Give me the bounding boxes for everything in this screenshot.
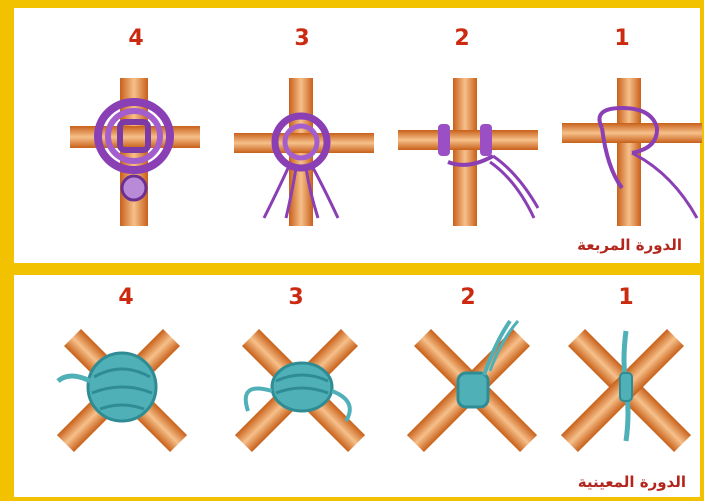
square-step-number-4: 4: [128, 26, 143, 51]
diamond-step-number-1: 1: [618, 285, 633, 310]
square-lashing-caption: الدورة المربعة: [577, 236, 682, 254]
square-step-number-1: 1: [614, 26, 629, 51]
diamond-lashing-step-3-illustration: [228, 321, 378, 461]
diamond-step-number-4: 4: [118, 285, 133, 310]
square-step-number-3: 3: [294, 26, 309, 51]
square-lashing-step-4-illustration: [70, 78, 210, 228]
square-lashing-step-1-illustration: [562, 78, 704, 228]
diamond-lashing-panel: 4 3 2 1: [14, 275, 700, 497]
square-lashing-step-3-illustration: [234, 78, 374, 228]
diamond-lashing-step-1-illustration: [554, 321, 704, 461]
square-step-number-2: 2: [454, 26, 469, 51]
square-lashing-panel: 4 3 2 1: [14, 8, 700, 263]
section-divider: [0, 263, 704, 275]
diamond-lashing-step-4-illustration: [50, 321, 200, 461]
diamond-step-number-3: 3: [288, 285, 303, 310]
diamond-lashing-caption: الدورة المعينية: [578, 473, 686, 491]
diamond-step-number-2: 2: [460, 285, 475, 310]
diamond-lashing-step-2-illustration: [400, 321, 550, 461]
square-lashing-step-2-illustration: [398, 78, 548, 228]
